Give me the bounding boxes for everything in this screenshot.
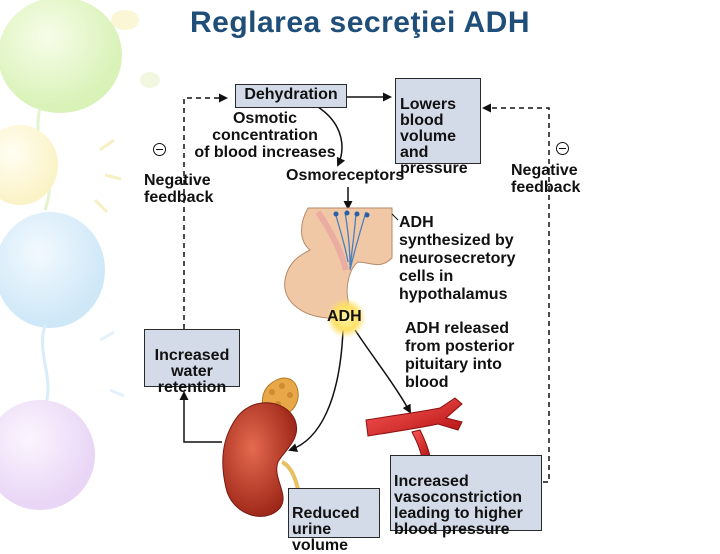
arrow-dehydration-to-osmoreceptors (317, 106, 346, 167)
negative-sign-right-icon (556, 142, 569, 155)
reduced-urine-volume-text: Reduced urine volume (292, 505, 360, 554)
arrow-adh-to-kidney (288, 329, 344, 453)
adh-synthesized-label: ADH synthesized by neurosecretory cells … (399, 214, 516, 303)
osmotic-concentration-label: Osmotic concentration of blood increases (194, 110, 336, 161)
increased-water-retention-box: Increased water retention (144, 329, 240, 396)
arrow-adh-to-artery (354, 329, 411, 414)
kidney-illustration (222, 377, 306, 531)
arrow-kidney-to-water-retention (179, 391, 222, 443)
negative-feedback-left-label: Negative feedback (144, 172, 214, 206)
lowers-blood-volume-box: Lowers blood volume and pressure (395, 78, 481, 177)
dehydration-box: Dehydration (235, 84, 347, 108)
dehydration-text: Dehydration (244, 86, 338, 103)
balloon-green (0, 0, 122, 113)
artery-illustration (365, 397, 463, 459)
negative-feedback-right-label: Negative feedback (511, 162, 581, 196)
negative-feedback-loop-right (482, 103, 550, 483)
adh-released-label: ADH released from posterior pituitary in… (405, 320, 515, 391)
lowers-blood-volume-text: Lowers blood volume and pressure (400, 96, 468, 177)
increased-vasoconstriction-text: Increased vasoconstriction leading to hi… (394, 473, 523, 538)
balloon-background (0, 0, 160, 510)
page-title: Reglarea secreţiei ADH (189, 6, 531, 39)
negative-feedback-loop-left (183, 93, 228, 329)
balloon-violet (0, 400, 95, 510)
adh-release-glow (326, 298, 366, 338)
reduced-urine-volume-box: Reduced urine volume (288, 488, 380, 554)
increased-water-retention-text: Increased water retention (154, 347, 230, 396)
balloon-yellow (0, 125, 58, 205)
adh-regulation-diagram (179, 92, 550, 531)
increased-vasoconstriction-box: Increased vasoconstriction leading to hi… (390, 455, 542, 538)
adh-marker-label: ADH (327, 308, 362, 325)
osmoreceptors-label: Osmoreceptors (286, 167, 405, 184)
negative-sign-left-icon (153, 143, 166, 156)
balloon-blue (0, 212, 105, 328)
